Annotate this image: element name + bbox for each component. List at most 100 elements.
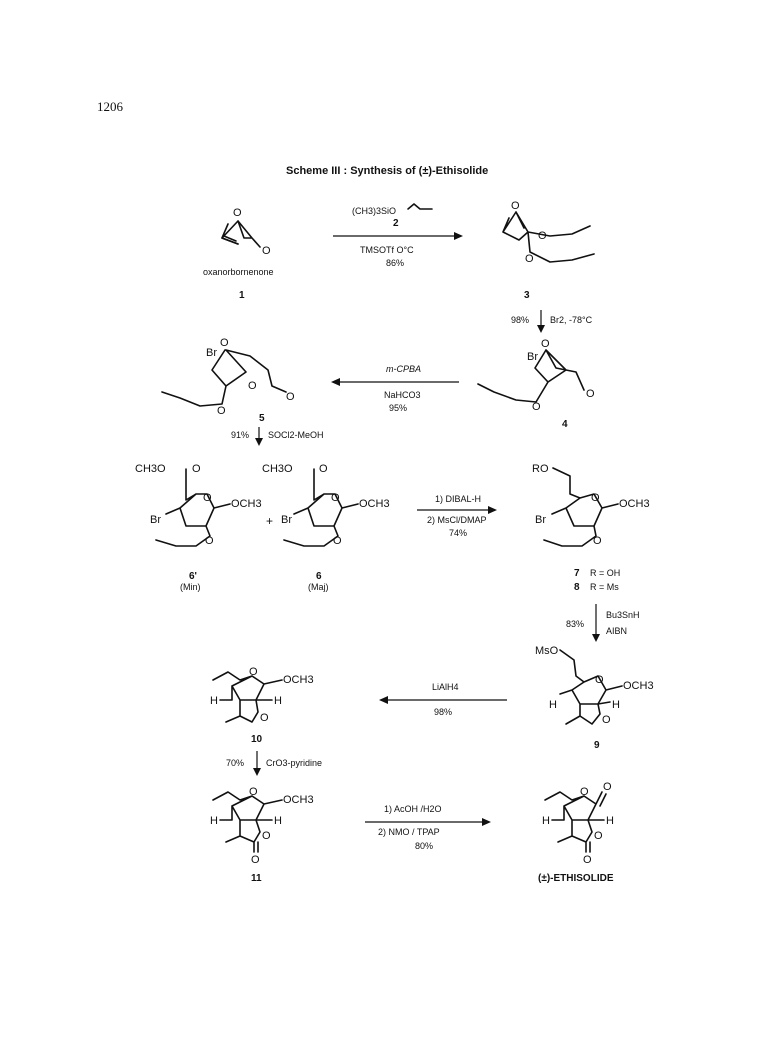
methoxy-label: OCH3 [359, 498, 390, 510]
step-8-arrow [253, 751, 261, 776]
methoxy-label: OCH3 [283, 674, 314, 686]
oxygen-atom: O [205, 535, 214, 547]
step-1-conditions: TMSOTf O°C [360, 245, 414, 255]
step-6-reagent-2: AIBN [606, 626, 627, 636]
hydrogen-atom: H [274, 695, 282, 707]
oxygen-atom: O [262, 830, 271, 842]
step-4-arrow [255, 427, 263, 446]
oxygen-atom: O [593, 535, 602, 547]
propargyl-group [407, 203, 433, 210]
oxygen-atom: O [251, 854, 260, 866]
bromine-atom: Br [527, 351, 538, 363]
compound-1-name: oxanorbornenone [203, 267, 274, 277]
step-4-reagent: SOCl2-MeOH [268, 430, 324, 440]
methoxy-label: CH3O [135, 463, 166, 475]
oxygen-atom: O [262, 245, 271, 257]
hydrogen-atom: H [606, 815, 614, 827]
step-5-reagent-1: 1) DIBAL-H [435, 494, 481, 504]
bromine-atom: Br [281, 514, 292, 526]
oxygen-atom: O [583, 854, 592, 866]
compound-1-structure: O O [221, 207, 271, 257]
compound-4-number: 4 [562, 419, 568, 430]
compound-3-number: 3 [524, 290, 530, 301]
ethisolide-name: (±)-ETHISOLIDE [538, 873, 614, 884]
methoxy-label: OCH3 [619, 498, 650, 510]
bromine-atom: Br [206, 347, 217, 359]
compound-1-number: 1 [239, 290, 245, 301]
compound-5-number: 5 [259, 413, 265, 424]
step-3-reagent-top: m-CPBA [386, 364, 421, 374]
compound-7-number: 7 [574, 568, 580, 579]
compound-9-number: 9 [594, 740, 600, 751]
step-9-reagent-1: 1) AcOH /H2O [384, 804, 442, 814]
step-2-yield: 98% [511, 315, 529, 325]
bromine-atom: Br [535, 514, 546, 526]
compound-7-8-structure: RO O OCH3 Br O [532, 463, 650, 547]
oxygen-atom: O [538, 230, 547, 242]
oxygen-atom: O [233, 207, 242, 219]
compound-9-structure: MsO O OCH3 H H O [535, 645, 654, 726]
bromine-atom: Br [150, 514, 161, 526]
step-5-arrow [417, 506, 497, 514]
step-9-reagent-2: 2) NMO / TPAP [378, 827, 440, 837]
hydrogen-atom: H [612, 699, 620, 711]
step-1-arrow [333, 232, 463, 240]
hydrogen-atom: H [210, 695, 218, 707]
oxygen-atom: O [333, 535, 342, 547]
step-8-reagent: CrO3-pyridine [266, 758, 322, 768]
oxygen-atom: O [541, 338, 550, 350]
compound-6-number: 6 [316, 571, 322, 582]
oxygen-atom: O [248, 380, 257, 392]
step-3-yield: 95% [389, 403, 407, 413]
step-9-arrow [365, 818, 491, 826]
oxygen-atom: O [586, 388, 595, 400]
oxygen-atom: O [602, 714, 611, 726]
step-6-arrow [592, 604, 600, 642]
oxygen-atom: O [525, 253, 534, 265]
ro-label: RO [532, 463, 549, 475]
hydrogen-atom: H [549, 699, 557, 711]
compound-2-number: 2 [393, 218, 399, 229]
compound-10-number: 10 [251, 734, 263, 745]
compound-6-prime-structure: CH3O O O OCH3 Br O [135, 463, 262, 547]
compound-6-tag: (Maj) [308, 582, 329, 592]
step-3-arrow [331, 378, 459, 386]
step-2-arrow [537, 310, 545, 333]
methoxy-label: OCH3 [283, 794, 314, 806]
compound-10-structure: O OCH3 H H O [210, 666, 314, 724]
oxygen-atom: O [286, 391, 295, 403]
compound-6-prime-tag: (Min) [180, 582, 201, 592]
oxygen-atom: O [260, 712, 269, 724]
methoxy-label: OCH3 [231, 498, 262, 510]
oxygen-atom: O [595, 674, 604, 686]
oxygen-atom: O [591, 492, 600, 504]
compound-4-structure: Br O O O [477, 338, 595, 413]
step-9-yield: 80% [415, 841, 433, 851]
compound-11-structure: O OCH3 H H O O [210, 786, 314, 866]
step-5-reagent-2: 2) MsCl/DMAP [427, 515, 487, 525]
methoxy-label: OCH3 [623, 680, 654, 692]
oxygen-atom: O [203, 492, 212, 504]
compound-5-structure: Br O O O O [161, 337, 295, 417]
page-number: 1206 [97, 99, 124, 114]
oxygen-atom: O [511, 200, 520, 212]
mesyloxy-label: MsO [535, 645, 559, 657]
oxygen-atom: O [217, 405, 226, 417]
step-6-yield: 83% [566, 619, 584, 629]
methoxy-label: CH3O [262, 463, 293, 475]
hydrogen-atom: H [542, 815, 550, 827]
scheme-title: Scheme III : Synthesis of (±)-Ethisolide [286, 165, 488, 177]
oxygen-atom: O [603, 781, 612, 793]
compound-7-r: R = OH [590, 568, 620, 578]
oxygen-atom: O [594, 830, 603, 842]
compound-8-r: R = Ms [590, 582, 619, 592]
step-6-reagent-1: Bu3SnH [606, 610, 640, 620]
hydrogen-atom: H [210, 815, 218, 827]
oxygen-atom: O [249, 666, 258, 678]
oxygen-atom: O [220, 337, 229, 349]
ethisolide-structure: O O H H O O [542, 781, 614, 866]
compound-6-prime-number: 6' [189, 571, 197, 582]
step-1-yield: 86% [386, 258, 404, 268]
compound-11-number: 11 [251, 873, 262, 884]
